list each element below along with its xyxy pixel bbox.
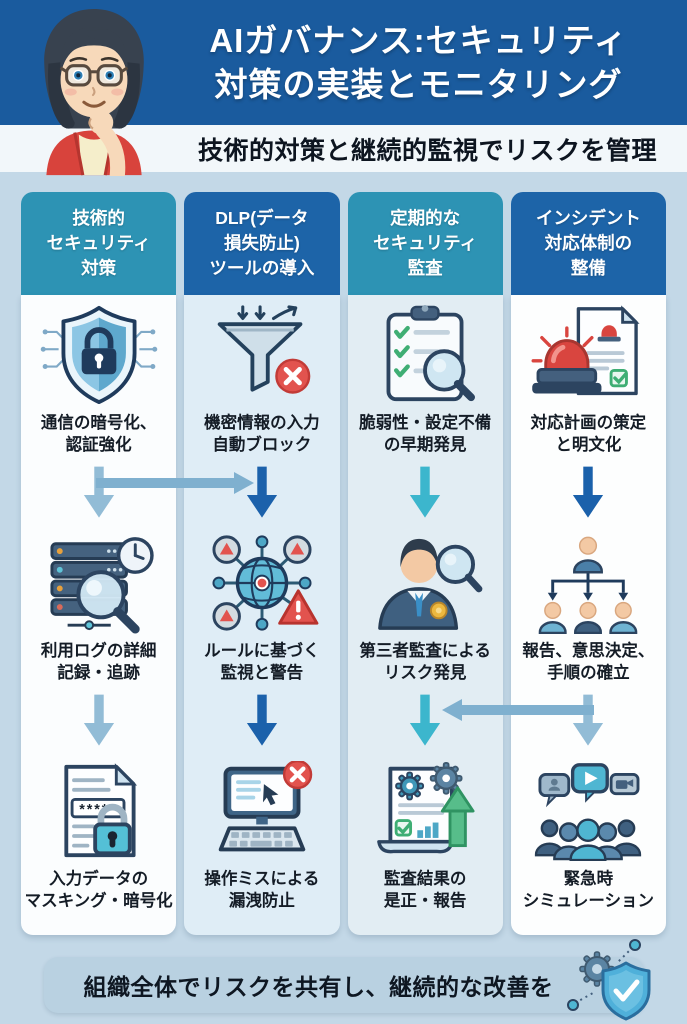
step-caption: 脆弱性・設定不備 の早期発見 <box>359 413 492 454</box>
page-title: AIガバナンス:セキュリティ 対策の実装とモニタリング <box>209 21 628 103</box>
network-alert-icon <box>202 531 322 635</box>
monitor-error-icon <box>202 759 322 863</box>
step-caption: ルールに基づく 監視と警告 <box>204 641 320 682</box>
auditor-search-icon <box>365 531 485 635</box>
column-header: 技術的 セキュリティ 対策 <box>21 192 177 295</box>
down-arrow <box>82 461 116 531</box>
down-arrow <box>245 689 279 759</box>
down-arrow <box>571 689 605 759</box>
org-chart-icon <box>528 531 648 635</box>
column-body: 通信の暗号化、 認証強化 <box>21 295 177 935</box>
siren-plan-icon <box>528 303 648 407</box>
column-header: 定期的な セキュリティ 監査 <box>347 192 503 295</box>
column-body: 脆弱性・設定不備 の早期発見 <box>347 295 503 935</box>
footer-message: 組織全体でリスクを共有し、継続的な改善を <box>83 974 554 1000</box>
column-body: 機密情報の入力 自動ブロック <box>184 295 340 935</box>
flow-columns: 技術的 セキュリティ 対策 <box>21 192 666 935</box>
shield-lock-icon <box>39 303 159 407</box>
audit-report-improve-icon <box>365 759 485 863</box>
step-caption: 対応計画の策定 と明文化 <box>530 413 647 454</box>
down-arrow <box>82 689 116 759</box>
masked-document-lock-icon: ***** <box>39 759 159 863</box>
gear-shield-check-icon <box>566 939 650 1021</box>
step-caption: 第三者監査による リスク発見 <box>359 641 491 682</box>
step-caption: 報告、意思決定、 手順の確立 <box>522 641 655 682</box>
column-header: インシデント 対応体制の 整備 <box>510 192 666 295</box>
page-subtitle: 技術的対策と継続的監視でリスクを管理 <box>197 136 657 165</box>
server-log-search-icon <box>39 531 159 635</box>
footer-banner: 組織全体でリスクを共有し、継続的な改善を <box>43 939 650 1021</box>
step-caption: 機密情報の入力 自動ブロック <box>204 413 320 454</box>
funnel-block-icon <box>202 303 322 407</box>
down-arrow <box>408 461 442 531</box>
step-caption: 通信の暗号化、 認証強化 <box>40 413 157 454</box>
column-technical-security: 技術的 セキュリティ 対策 <box>21 192 177 935</box>
down-arrow <box>245 461 279 531</box>
simulation-icon <box>528 759 648 863</box>
down-arrow <box>408 689 442 759</box>
step-caption: 緊急時 シミュレーション <box>522 869 655 910</box>
checklist-search-icon <box>365 303 485 407</box>
column-header: DLP(データ 損失防止) ツールの導入 <box>184 192 340 295</box>
step-caption: 監査結果の 是正・報告 <box>383 869 467 910</box>
column-dlp-tool: DLP(データ 損失防止) ツールの導入 <box>184 192 340 935</box>
step-caption: 利用ログの詳細 記録・追跡 <box>40 641 157 682</box>
step-caption: 操作ミスによる 漏洩防止 <box>204 869 320 910</box>
thinking-woman-avatar <box>44 8 144 176</box>
column-body: 対応計画の策定 と明文化 <box>510 295 666 935</box>
column-incident-response: インシデント 対応体制の 整備 <box>510 192 666 935</box>
down-arrow <box>571 461 605 531</box>
step-caption: 入力データの マスキング・暗号化 <box>24 869 173 910</box>
column-security-audit: 定期的な セキュリティ 監査 <box>347 192 503 935</box>
